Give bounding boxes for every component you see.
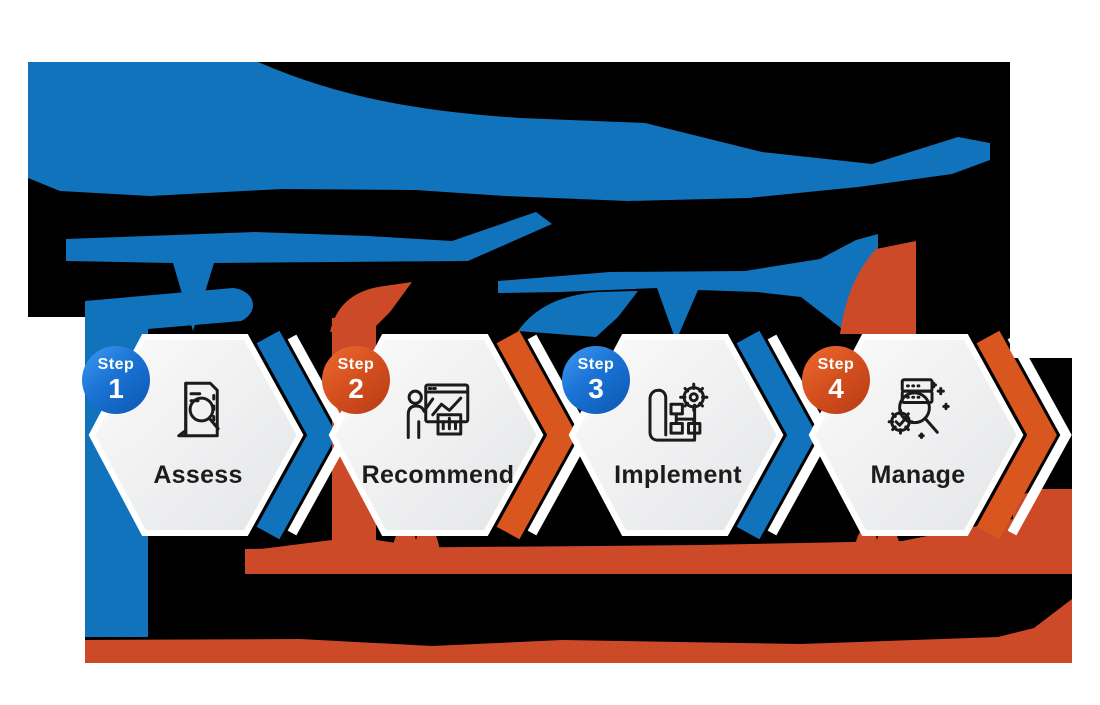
- step-word: Step: [97, 356, 135, 373]
- step-card-recommend: Step 2 Recommend: [318, 323, 618, 558]
- step-number: 4: [828, 373, 844, 404]
- step-badge: Step 4: [802, 346, 870, 414]
- step-badge: Step 2: [322, 346, 390, 414]
- step-number: 2: [348, 373, 364, 404]
- document-magnifier-icon: [156, 371, 240, 455]
- step-card-manage: Step 4 Manage: [798, 323, 1098, 558]
- server-check-magnifier-icon: [876, 371, 960, 455]
- color-chevron: [736, 330, 817, 540]
- step-number: 1: [108, 373, 124, 404]
- outer-chevron: [1007, 334, 1072, 536]
- step-number: 3: [588, 373, 604, 404]
- step-word: Step: [817, 356, 855, 373]
- step-badge: Step 1: [82, 346, 150, 414]
- presentation-chart-icon: [396, 371, 480, 455]
- step-label: Manage: [870, 461, 966, 489]
- color-chevron: [976, 330, 1057, 540]
- step-label: Recommend: [361, 461, 515, 489]
- step-label: Assess: [153, 461, 243, 489]
- color-chevron: [496, 330, 577, 540]
- step-badge: Step 3: [562, 346, 630, 414]
- step-word: Step: [337, 356, 375, 373]
- step-label: Implement: [614, 461, 742, 489]
- step-word: Step: [577, 356, 615, 373]
- color-chevron: [256, 330, 337, 540]
- blueprint-gear-icon: [636, 371, 720, 455]
